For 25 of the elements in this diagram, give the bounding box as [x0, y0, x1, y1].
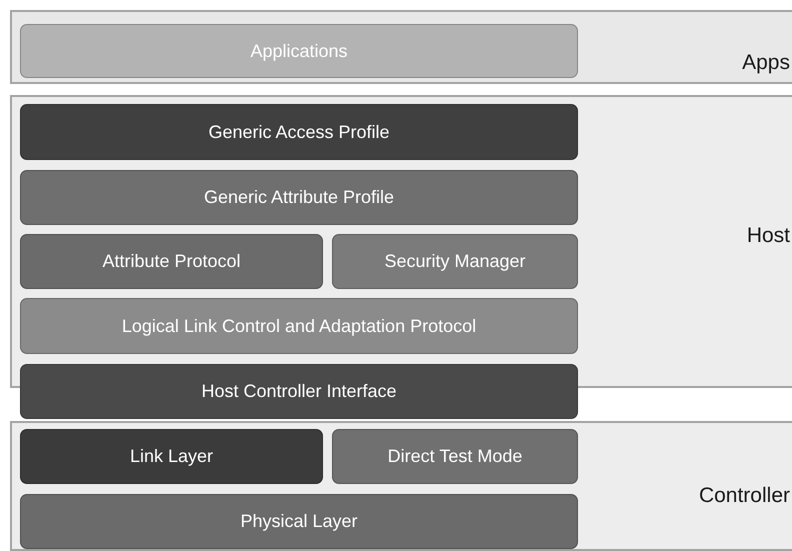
layer-box — [20, 104, 578, 160]
layer-band — [10, 10, 792, 84]
layer-label: Attribute Protocol — [102, 251, 241, 272]
band-label: Apps — [742, 52, 790, 73]
layer-label: Physical Layer — [240, 511, 358, 532]
layer-label: Direct Test Mode — [388, 446, 522, 467]
layer-band — [10, 421, 792, 551]
layer-box — [20, 494, 578, 549]
layer-box — [332, 234, 578, 289]
layer-label: Applications — [250, 40, 348, 62]
layer-box — [20, 298, 578, 354]
layer-box — [20, 24, 578, 78]
layer-box — [332, 429, 578, 484]
layer-box — [20, 234, 323, 289]
layer-label: Host Controller Interface — [201, 381, 397, 402]
layer-box — [20, 170, 578, 225]
band-label: Controller — [698, 485, 790, 506]
layer-label: Generic Access Profile — [208, 122, 390, 142]
layer-box — [20, 429, 323, 484]
layer-label: Security Manager — [384, 251, 526, 272]
layer-label: Logical Link Control and Adaptation Protocol — [122, 316, 476, 336]
layer-box — [20, 364, 578, 419]
layer-label: Link Layer — [130, 446, 214, 467]
band-label: Host — [746, 225, 790, 246]
layer-label: Generic Attribute Profile — [204, 187, 394, 208]
